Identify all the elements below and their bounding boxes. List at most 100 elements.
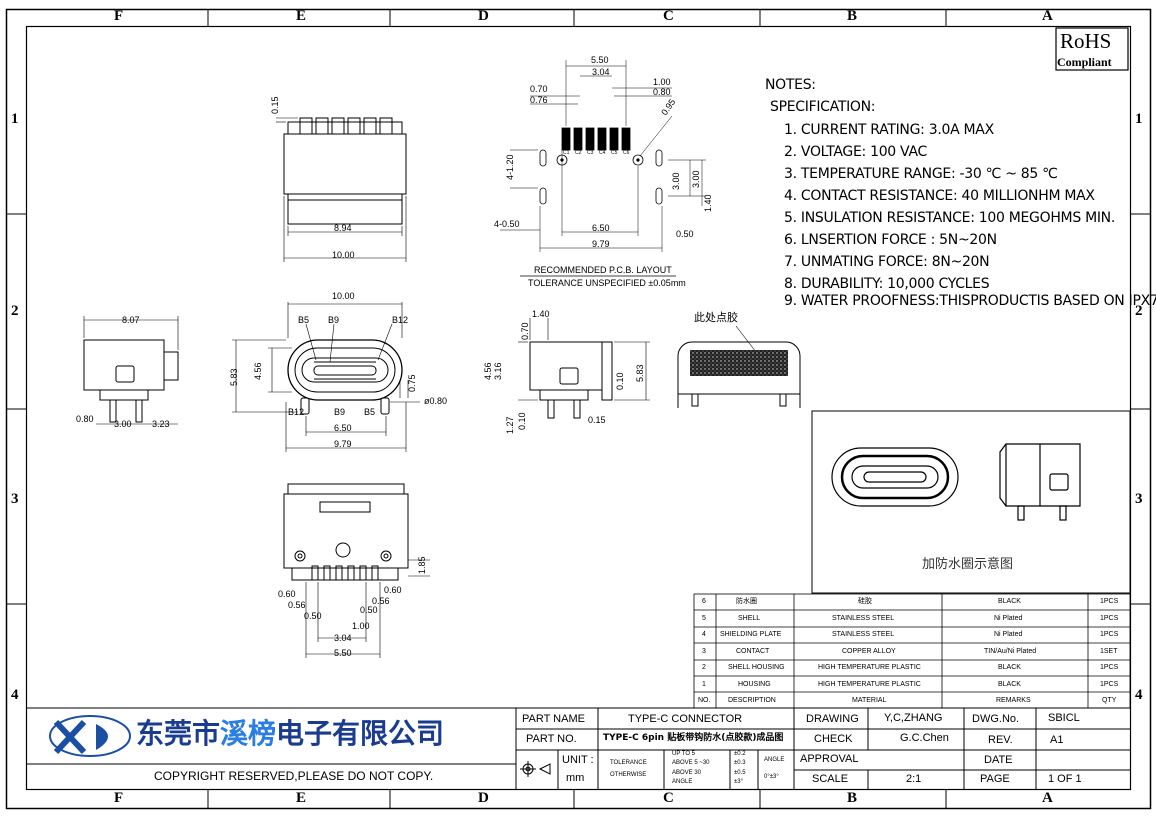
tolerance-value: ±0.3 (734, 760, 746, 766)
angle-value: 0°±3° (764, 774, 779, 780)
bom-material: HIGH TEMPERATURE PLASTIC (818, 664, 921, 671)
pcb-dim: 4-1.20 (505, 154, 515, 180)
drawing-label: DRAWING (806, 713, 859, 725)
zone-row-3-right: 3 (1135, 491, 1143, 507)
pcb-dim: 1.40 (703, 194, 713, 212)
pcb-dim: 3.00 (691, 170, 701, 188)
notes-heading: NOTES: (765, 77, 816, 93)
zone-row-4-right: 4 (1135, 687, 1143, 703)
zone-col-b-bottom: B (847, 790, 858, 806)
glue-note: 此处点胶 (694, 311, 738, 324)
pcb-dim: 3.00 (671, 172, 681, 190)
bom-desc: SHIELDING PLATE (720, 631, 782, 638)
rohs-subtitle: Compliant (1057, 55, 1112, 69)
company-logo-icon (49, 715, 131, 757)
approval-label: APPROVAL (800, 753, 859, 765)
front-view-pin-label: B12 (288, 407, 305, 417)
zone-col-d-bottom: D (478, 790, 489, 806)
side-right-dim: 3.16 (493, 362, 503, 380)
side-right-dim: 0.10 (517, 412, 527, 430)
pcb-dim: 9.79 (592, 239, 610, 249)
page-label: PAGE (980, 773, 1010, 785)
pcb-dim: 5.50 (591, 55, 609, 65)
tolerance-range: UP TO 5 (672, 751, 696, 757)
front-view-dim: 10.00 (332, 291, 355, 301)
zone-row-2-right: 2 (1135, 303, 1143, 319)
zone-col-e: E (296, 8, 307, 24)
bom-no: 1 (702, 681, 706, 688)
pcb-dim: 4-0.50 (494, 219, 520, 229)
rev-label: REV. (988, 734, 1013, 746)
pcb-pin-label: C3 (587, 150, 594, 156)
pcb-dim: 0.80 (653, 87, 671, 97)
bom-no: 6 (702, 598, 706, 605)
pcb-pin-label: C2 (575, 150, 582, 156)
bottom-view-dim: 0.56 (372, 596, 390, 606)
top-view-dim: 10.00 (332, 250, 355, 260)
zone-row-1-right: 1 (1135, 111, 1143, 127)
bottom-view-dim: 0.50 (304, 611, 322, 621)
bom-desc: CONTACT (736, 648, 770, 655)
pcb-pin-label: C5 (611, 150, 618, 156)
bom-no: 3 (702, 648, 706, 655)
bom-material: COPPER ALLOY (842, 648, 896, 655)
pcb-layout-title: RECOMMENDED P.C.B. LAYOUT (534, 265, 672, 275)
check-label: CHECK (814, 733, 853, 745)
side-right-dim: 1.27 (505, 416, 515, 434)
zone-col-f: F (114, 8, 124, 24)
zone-col-b: B (847, 8, 858, 24)
pcb-pin-label: C4 (599, 150, 606, 156)
tolerance-value: ±0.5 (734, 770, 746, 776)
bom-header-remarks: REMARKS (996, 697, 1031, 704)
side-right-dim: 0.15 (588, 415, 606, 425)
bom-material: HIGH TEMPERATURE PLASTIC (818, 681, 921, 688)
note-item: 4. CONTACT RESISTANCE: 40 MILLIONHM MAX (784, 188, 1095, 204)
side-left-dim: 3.23 (152, 419, 170, 429)
zone-col-f-bottom: F (114, 790, 124, 806)
pcb-pin-label: C1 (563, 150, 570, 156)
side-left-dim: 8.07 (122, 315, 140, 325)
bottom-view-dim: 0.56 (288, 600, 306, 610)
bottom-view-dim: 3.04 (334, 633, 352, 643)
side-right-dim: 1.40 (532, 309, 550, 319)
bom-desc: 防水圈 (736, 598, 757, 605)
bottom-view-dim: 0.60 (278, 589, 296, 599)
note-item: 2. VOLTAGE: 100 VAC (784, 144, 927, 160)
rohs-title: RoHS (1060, 29, 1112, 53)
note-item: 3. TEMPERATURE RANGE: -30 ℃ ~ 85 ℃ (784, 166, 1058, 182)
bottom-view-dim: 1.85 (417, 556, 427, 574)
front-view-pin-label: B9 (334, 407, 346, 417)
front-view-pin-label: B9 (328, 315, 340, 325)
bom-header-desc: DESCRIPTION (728, 697, 776, 704)
pcb-dim: 3.04 (592, 67, 610, 77)
bom-qty: 1PCS (1100, 631, 1119, 638)
bottom-view-dim: 0.50 (360, 605, 378, 615)
front-view-dim: ø0.80 (424, 396, 448, 406)
pcb-dim: 0.76 (530, 95, 548, 105)
bom-qty: 1PCS (1100, 664, 1119, 671)
front-view-pin-label: B5 (298, 315, 310, 325)
zone-col-a: A (1042, 8, 1053, 24)
note-item: 9. WATER PROOFNESS:THISPRODUCTIS BASED O… (784, 293, 1156, 309)
zone-col-e-bottom: E (296, 790, 307, 806)
part-no-value: TYPE-C 6pin 贴板带钩防水(点胶款)成品图 (603, 733, 784, 743)
scale-value: 2:1 (906, 773, 922, 785)
pcb-dim: 1.00 (653, 77, 671, 87)
unit-value: mm (566, 772, 585, 784)
note-item: 7. UNMATING FORCE: 8N~20N (784, 254, 990, 270)
bom-header-no: NO. (698, 697, 711, 704)
bom-qty: 1PCS (1100, 598, 1119, 605)
bom-material: STAINLESS STEEL (832, 615, 895, 622)
zone-col-a-bottom: A (1042, 790, 1053, 806)
pcb-dim: 0.50 (676, 229, 694, 239)
bom-desc: SHELL HOUSING (728, 664, 785, 671)
tolerance-range: ABOVE 30 (672, 770, 702, 776)
part-name-label: PART NAME (522, 713, 585, 725)
side-right-dim: 4.56 (483, 362, 493, 380)
bom-desc: SHELL (738, 615, 761, 622)
front-view-dim: 4.56 (253, 362, 263, 380)
front-view-pin-label: B5 (364, 407, 376, 417)
bom-header-qty: QTY (1102, 697, 1117, 704)
